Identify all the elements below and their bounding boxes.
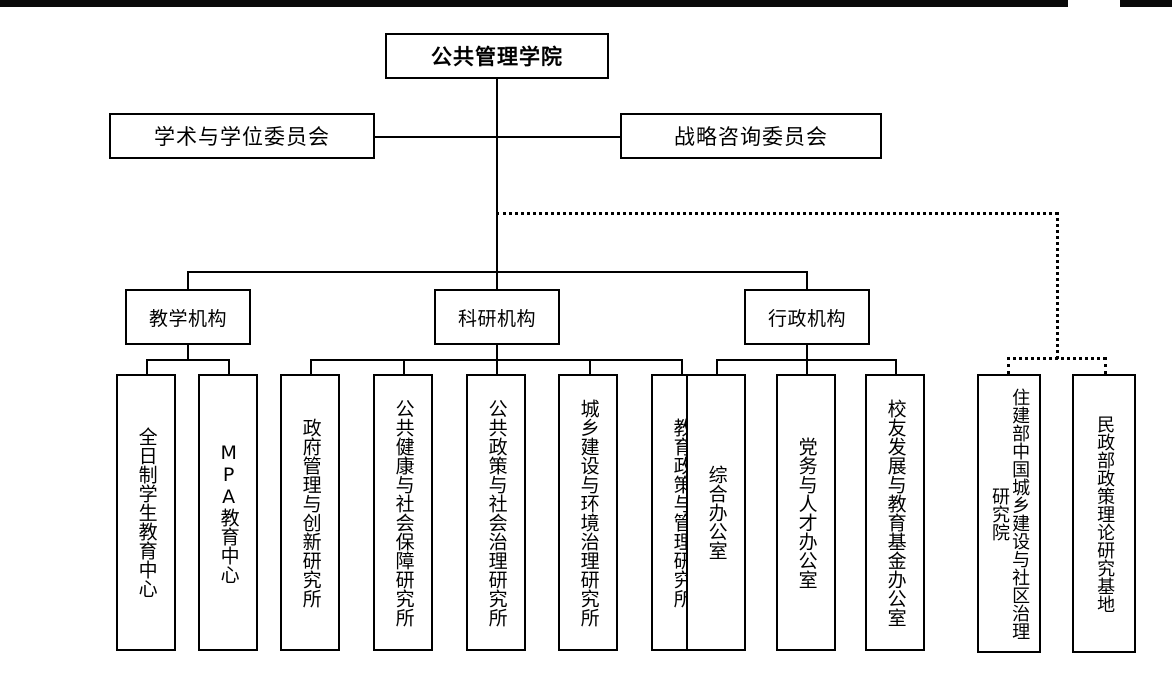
node-label: 校友发展与教育基金办公室 bbox=[884, 398, 907, 627]
connector-admin-drop-3 bbox=[895, 359, 897, 375]
node-label: 综合办公室 bbox=[705, 465, 728, 560]
node-mca-policy-theory-research-base[interactable]: 民政部政策理论研究基地 bbox=[1072, 374, 1136, 653]
connector-affiliated-trunk bbox=[1056, 212, 1059, 359]
node-label: 战略咨询委员会 bbox=[674, 125, 828, 149]
node-label: 全日制学生教育中心 bbox=[135, 427, 158, 598]
connector-research-drop-2 bbox=[403, 359, 405, 375]
node-mohurd-urban-rural-community-governance-institute[interactable]: 住建部中国城乡建设与社区治理研究院 bbox=[977, 374, 1041, 653]
node-label: 行政机构 bbox=[767, 307, 846, 330]
connector-research-drop-4 bbox=[589, 359, 591, 375]
node-label: 教学机构 bbox=[148, 307, 227, 330]
top-edge-notch-left bbox=[1058, 0, 1068, 7]
node-mpa-education-center[interactable]: MPA教育中心 bbox=[198, 374, 258, 651]
node-label: 公共管理学院 bbox=[431, 45, 563, 69]
top-edge-notch-right bbox=[1120, 0, 1130, 7]
connector-branch-drop-admin bbox=[806, 271, 808, 289]
connector-root-trunk bbox=[496, 79, 498, 273]
connector-research-drop-3 bbox=[496, 359, 498, 375]
node-label: 城乡建设与环境治理研究所 bbox=[577, 398, 600, 627]
connector-committee-bus bbox=[373, 136, 621, 138]
node-label: 政府管理与创新研究所 bbox=[299, 417, 322, 608]
top-edge-bar bbox=[0, 0, 1172, 7]
node-government-management-innovation-institute[interactable]: 政府管理与创新研究所 bbox=[280, 374, 340, 651]
connector-teaching-stem bbox=[187, 345, 189, 361]
top-edge-notch bbox=[1058, 0, 1130, 7]
node-label: MPA教育中心 bbox=[217, 441, 240, 584]
node-label: 民政部政策理论研究基地 bbox=[1094, 414, 1116, 613]
node-fulltime-student-education-center[interactable]: 全日制学生教育中心 bbox=[116, 374, 176, 651]
connector-affiliated-bus bbox=[1007, 357, 1106, 360]
connector-admin-stem bbox=[806, 345, 808, 361]
node-general-office[interactable]: 综合办公室 bbox=[686, 374, 746, 651]
connector-research-drop-1 bbox=[310, 359, 312, 375]
connector-admin-drop-2 bbox=[806, 359, 808, 375]
node-label: 公共政策与社会治理研究所 bbox=[485, 398, 508, 627]
connector-affiliated-drop-1 bbox=[1007, 357, 1010, 374]
node-public-health-social-security-institute[interactable]: 公共健康与社会保障研究所 bbox=[373, 374, 433, 651]
connector-admin-drop-1 bbox=[716, 359, 718, 375]
node-label: 党务与人才办公室 bbox=[795, 436, 818, 589]
connector-branch-drop-research bbox=[496, 271, 498, 289]
connector-branch-drop-teaching bbox=[187, 271, 189, 289]
node-strategic-advisory-committee[interactable]: 战略咨询委员会 bbox=[620, 113, 882, 159]
connector-teaching-drop-1 bbox=[146, 359, 148, 375]
node-branch-teaching[interactable]: 教学机构 bbox=[125, 289, 251, 345]
connector-research-stem bbox=[496, 345, 498, 361]
node-alumni-development-education-fund-office[interactable]: 校友发展与教育基金办公室 bbox=[865, 374, 925, 651]
node-root-school[interactable]: 公共管理学院 bbox=[385, 33, 609, 79]
node-academic-degree-committee[interactable]: 学术与学位委员会 bbox=[109, 113, 375, 159]
connector-affiliated-horizontal bbox=[496, 212, 1058, 215]
connector-teaching-drop-2 bbox=[228, 359, 230, 375]
connector-affiliated-drop-2 bbox=[1104, 357, 1107, 374]
node-label: 公共健康与社会保障研究所 bbox=[392, 398, 415, 627]
connector-teaching-bus bbox=[146, 359, 229, 361]
node-urban-rural-environment-governance-institute[interactable]: 城乡建设与环境治理研究所 bbox=[558, 374, 618, 651]
node-branch-research[interactable]: 科研机构 bbox=[434, 289, 560, 345]
node-label: 住建部中国城乡建设与社区治理研究院 bbox=[989, 387, 1031, 640]
node-branch-admin[interactable]: 行政机构 bbox=[744, 289, 870, 345]
node-public-policy-social-governance-institute[interactable]: 公共政策与社会治理研究所 bbox=[466, 374, 526, 651]
node-label: 学术与学位委员会 bbox=[154, 125, 330, 149]
connector-research-drop-5 bbox=[681, 359, 683, 375]
node-party-affairs-talent-office[interactable]: 党务与人才办公室 bbox=[776, 374, 836, 651]
node-label: 科研机构 bbox=[457, 307, 536, 330]
